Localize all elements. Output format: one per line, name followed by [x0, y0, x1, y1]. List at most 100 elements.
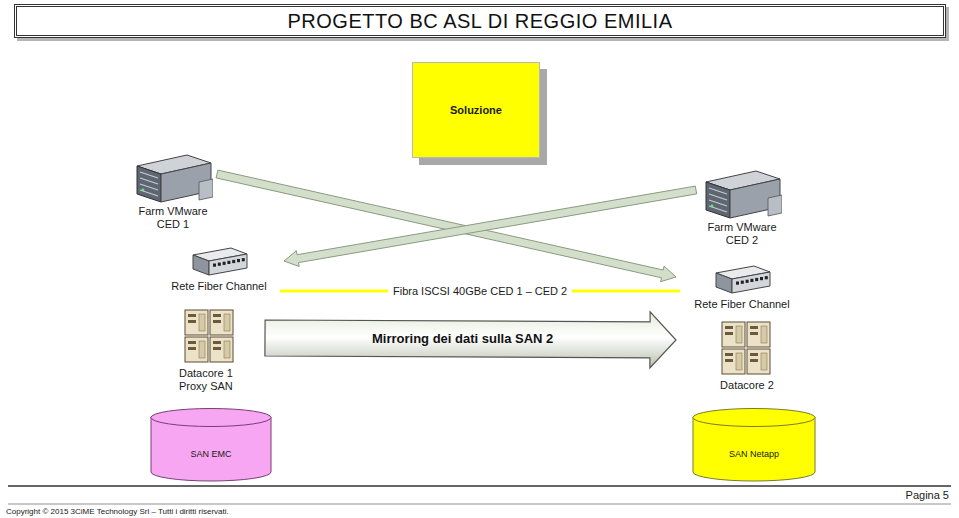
switch-icon-part — [750, 279, 753, 282]
cylinder-top — [151, 409, 271, 427]
connector-arrow — [216, 170, 676, 282]
switch-icon-part — [213, 264, 216, 267]
storage-server-icon-part — [224, 314, 230, 331]
server-icon-part — [137, 166, 161, 202]
storage-node: Datacore 2 — [712, 320, 782, 392]
icon-holder — [700, 168, 784, 220]
san-cylinder: SAN EMC — [150, 408, 272, 482]
san-cylinder: SAN Netapp — [692, 408, 816, 482]
node-label: Farm VMware CED 1 — [133, 205, 213, 231]
storage-server-icon-part — [761, 353, 767, 370]
server-node: Farm VMware CED 1 — [133, 152, 213, 231]
storage-server-icon-part — [185, 337, 208, 362]
storage-server-icon-part — [210, 310, 233, 335]
storage-server-icon-part — [199, 341, 205, 358]
switch-icon-part — [209, 254, 247, 275]
storage-server-icon-part — [747, 349, 770, 374]
server-icon-part — [140, 178, 158, 184]
switch-node: Rete Fiber Channel — [680, 263, 804, 311]
storage-node: Datacore 1 Proxy SAN — [175, 308, 247, 393]
node-label: Datacore 2 — [712, 379, 782, 392]
switch-icon-part — [732, 272, 770, 293]
connector-arrow — [284, 186, 697, 266]
server-icon-part — [768, 195, 782, 216]
connector — [265, 312, 676, 368]
storage-server-icon-part — [761, 326, 767, 343]
storage-server-icon-part — [722, 349, 745, 374]
switch-icon — [189, 245, 249, 279]
node-label: Farm VMware CED 2 — [700, 221, 784, 247]
title-banner: PROGETTO BC ASL DI REGGIO EMILIA — [14, 4, 946, 38]
connector — [216, 170, 676, 282]
icon-holder — [158, 245, 280, 279]
switch-node: Rete Fiber Channel — [158, 245, 280, 293]
switch-icon-part — [760, 277, 763, 280]
connector — [284, 186, 697, 266]
switch-icon-part — [242, 258, 245, 261]
storage-server-icon-part — [725, 332, 733, 335]
storage-server-icon-part — [750, 326, 758, 329]
switch-icon-part — [193, 255, 209, 275]
storage-server-icon-part — [747, 322, 770, 347]
page-number: Pagina 5 — [906, 489, 949, 502]
storage-server-icon-part — [725, 359, 733, 362]
footer-rule — [8, 485, 951, 487]
icon-holder — [175, 308, 247, 366]
switch-icon-part — [232, 260, 235, 263]
storage-server-icon-part — [188, 314, 196, 317]
node-label: Soluzione — [450, 104, 502, 117]
server-icon-part — [140, 172, 158, 178]
storage-server-icon-part — [736, 353, 742, 370]
storage-server-icon-part — [725, 353, 733, 356]
copyright-note: Copyright © 2015 3CiME Technology Srl – … — [6, 507, 229, 516]
server-icon-part — [709, 188, 727, 194]
server-icon — [702, 168, 782, 220]
switch-icon-part — [746, 280, 749, 283]
storage-server-icon-part — [185, 310, 208, 335]
storage-server-icon-part — [213, 341, 221, 344]
storage-server-icon-part — [213, 347, 221, 350]
title-text: PROGETTO BC ASL DI REGGIO EMILIA — [288, 10, 673, 33]
storage-server-icon-part — [199, 314, 205, 331]
switch-icon-part — [765, 276, 768, 279]
storage-server-icon-part — [188, 320, 196, 323]
storage-server-icon-part — [750, 353, 758, 356]
server-icon — [133, 152, 213, 204]
switch-icon-part — [218, 263, 221, 266]
server-icon-part — [706, 182, 730, 218]
server-node: Farm VMware CED 2 — [700, 168, 784, 247]
cylinder-outline — [150, 408, 272, 482]
connector-label: Fibra ISCSI 40GBe CED 1 – CED 2 — [388, 285, 572, 298]
icon-holder — [712, 320, 782, 378]
switch-icon-part — [741, 281, 744, 284]
server-icon-part — [199, 179, 213, 200]
storage-server-icon-part — [188, 341, 196, 344]
node-label: Rete Fiber Channel — [158, 280, 280, 293]
storage-server-icon-part — [725, 326, 733, 329]
switch-icon-part — [755, 278, 758, 281]
node-label: SAN Netapp — [729, 448, 779, 461]
storage-server-icon-part — [213, 314, 221, 317]
storage-server-icon-part — [210, 337, 233, 362]
switch-icon-part — [237, 259, 240, 262]
node-label: Rete Fiber Channel — [680, 298, 804, 311]
storage-server-icon-part — [736, 326, 742, 343]
switch-icon — [712, 263, 772, 297]
cylinder-top — [693, 409, 815, 427]
node-label: SAN EMC — [190, 448, 231, 461]
footer-rule — [8, 504, 951, 505]
storage-server-icon-part — [750, 359, 758, 362]
storage-server-icon — [720, 320, 774, 378]
switch-icon-part — [716, 273, 732, 293]
connector-label: Mirroring dei dati sulla SAN 2 — [372, 331, 553, 347]
server-icon-part — [709, 194, 727, 200]
server-icon-part — [142, 189, 145, 192]
switch-icon-part — [227, 261, 230, 264]
icon-holder — [680, 263, 804, 297]
storage-server-icon-part — [188, 347, 196, 350]
server-icon-part — [711, 205, 714, 208]
storage-server-icon-part — [750, 332, 758, 335]
storage-server-icon — [183, 308, 237, 366]
storage-server-icon-part — [722, 322, 745, 347]
